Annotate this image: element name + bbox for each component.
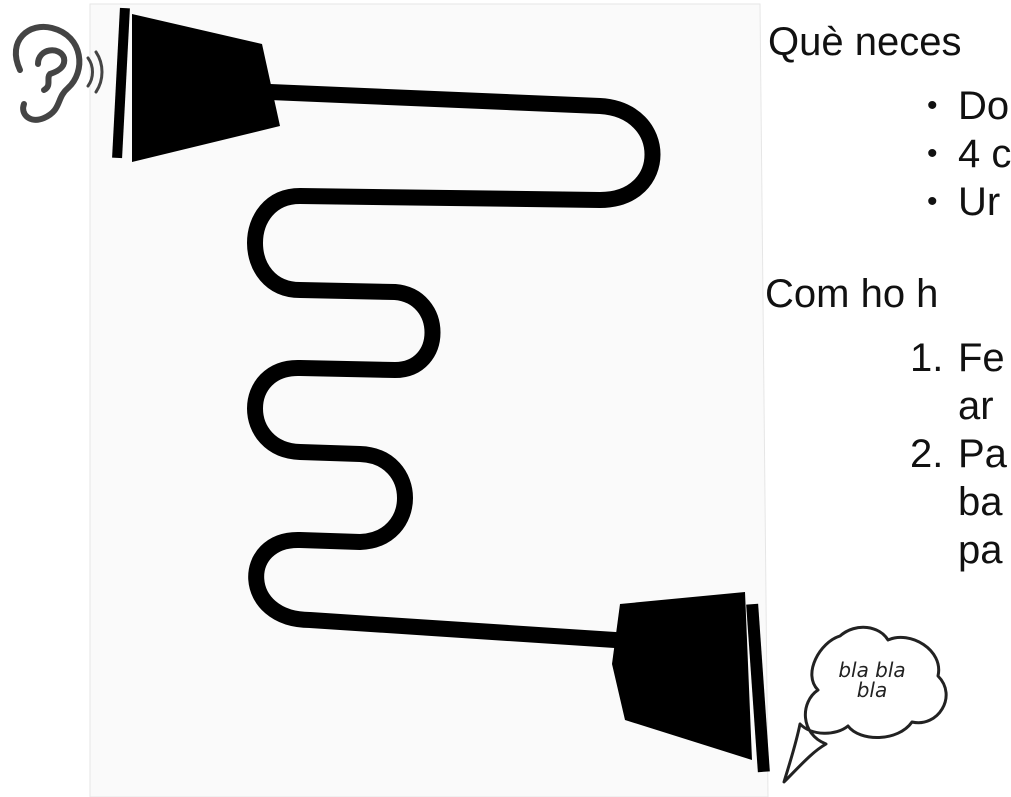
sound-waves-icon (86, 50, 104, 94)
list-bullet: • (927, 137, 938, 170)
step-number: 1. (910, 336, 944, 380)
steps-heading: Com ho h (765, 272, 939, 316)
materials-heading: Què neces (768, 20, 962, 64)
speech-bubble-line: bla bla (838, 658, 906, 682)
telephone-illustration (12, 3, 948, 797)
step-text: Fe (958, 336, 1005, 380)
speech-bubble-icon (782, 625, 948, 784)
step-text: Pa (958, 432, 1007, 476)
material-item: 4 c (958, 132, 1011, 176)
material-item: Ur (958, 180, 1001, 224)
step-text: ba (958, 480, 1003, 524)
step-text: pa (958, 528, 1003, 572)
list-bullet: • (927, 89, 938, 122)
cup-icon-bottom (612, 592, 770, 773)
list-bullet: • (927, 185, 938, 218)
speech-bubble-text: bla bla bla (812, 660, 932, 700)
step-number: 2. (910, 432, 944, 476)
step-text: ar (958, 384, 994, 428)
ear-icon (12, 23, 83, 123)
cup-icon-top (112, 7, 280, 162)
material-item: Do (958, 84, 1010, 128)
string-icon (247, 84, 661, 648)
speech-bubble-line: bla (856, 678, 888, 702)
